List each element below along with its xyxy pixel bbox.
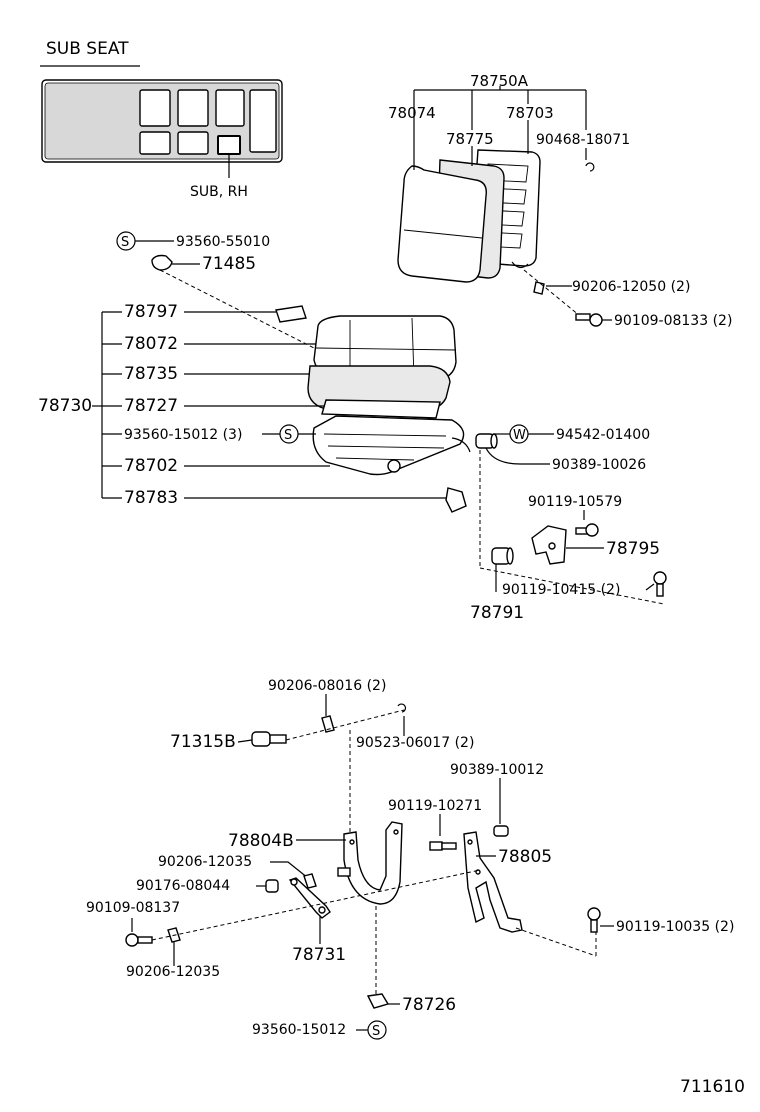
bushing-90389-10012 [493,825,509,837]
label-90206-12035-b: 90206-12035 [126,964,220,980]
label-78726: 78726 [402,995,456,1015]
label-78750A: 78750A [470,72,529,90]
s-symbol-letter: S [284,428,292,443]
label-90468-18071: 90468-18071 [536,132,630,148]
label-71485: 71485 [202,254,256,274]
label-78074: 78074 [388,104,436,122]
bolt-90119-10035 [587,907,601,933]
bushing-78791 [491,547,514,565]
w-symbol-letter: W [513,428,526,443]
label-90206-08016: 90206-08016 (2) [268,678,386,694]
label-78731: 78731 [292,945,346,965]
cap-78726 [366,993,390,1009]
label-93560-55010: 93560-55010 [176,234,270,250]
label-78783: 78783 [124,488,178,508]
label-90109-08133: 90109-08133 (2) [614,313,732,329]
label-90206-12050: 90206-12050 (2) [572,279,690,295]
s-symbol-icon [367,1020,387,1040]
label-90109-08137: 90109-08137 [86,900,180,916]
link-78731 [288,877,331,919]
label-90119-10271: 90119-10271 [388,798,482,814]
figure-id: 711610 [680,1077,745,1097]
label-78804B: 78804B [228,831,294,851]
label-90206-12035-a: 90206-12035 [158,854,252,870]
sub-rh-label: SUB, RH [190,184,248,200]
label-90176-08044: 90176-08044 [136,878,230,894]
label-78735: 78735 [124,364,178,384]
cover-71485 [151,254,173,271]
label-90389-10012: 90389-10012 [450,762,544,778]
label-78791: 78791 [470,603,524,623]
diagram-title: SUB SEAT [46,39,129,59]
label-78797: 78797 [124,302,178,322]
label-90119-10579: 90119-10579 [528,494,622,510]
bolt-90119-10415 [653,571,667,597]
label-78730: 78730 [38,396,92,416]
bolt-90109-08137 [125,933,153,947]
snap-ring-90523 [397,703,406,713]
label-78703: 78703 [506,104,554,122]
label-93560-15012-3: 93560-15012 (3) [124,427,242,443]
seat-back-illustration [397,149,595,283]
label-78072: 78072 [124,334,178,354]
label-93560-15012: 93560-15012 [252,1022,346,1038]
s-symbol-letter: S [372,1024,380,1039]
nut-90176-08044 [265,879,279,893]
label-90119-10035: 90119-10035 (2) [616,919,734,935]
label-90389-10026: 90389-10026 [552,457,646,473]
label-78805: 78805 [498,847,552,867]
clip-90206-12050 [533,281,545,295]
label-71315B: 71315B [170,732,236,752]
vehicle-seat-layout-illustration [41,79,283,178]
label-94542-01400: 94542-01400 [556,427,650,443]
label-78775: 78775 [446,130,494,148]
s-symbol-letter: S [121,235,129,250]
label-78702: 78702 [124,456,178,476]
bolt-90119-10271 [429,841,457,851]
frame-78804B [337,821,403,905]
seat-cushion-illustration [275,305,471,513]
bolt-90119-10579 [575,523,599,537]
pin-71315B [251,731,287,747]
label-90119-10415: 90119-10415 (2) [502,582,620,598]
clip-90206-12035-upper [303,873,317,889]
bushing-90389-10026 [475,433,498,449]
label-90523-06017: 90523-06017 (2) [356,735,474,751]
label-78795: 78795 [606,539,660,559]
clip-90206-08016 [321,715,335,733]
label-78727: 78727 [124,396,178,416]
bracket-78795 [531,525,567,565]
bolt-90109-08133 [575,313,603,327]
